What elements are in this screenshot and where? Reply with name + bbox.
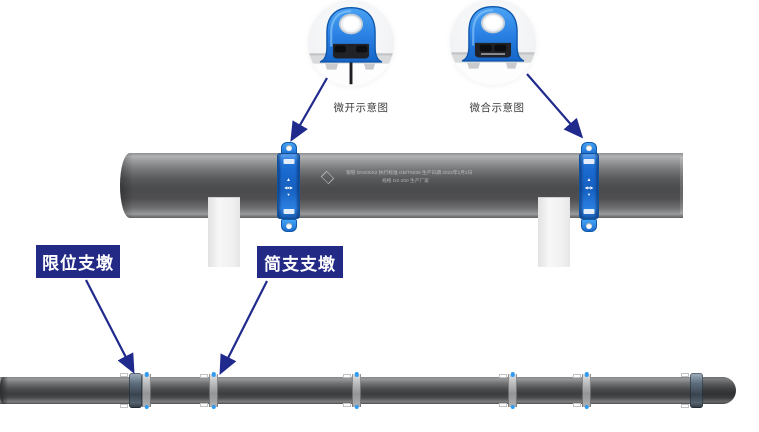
chevron-down-icon: ▼	[587, 192, 591, 197]
chevron-down-icon: ▼	[286, 192, 291, 197]
marking-tag	[499, 403, 507, 407]
clamp-bottom-lug	[581, 219, 597, 232]
grooved-coupling	[200, 374, 218, 407]
pipe-layout-view	[0, 377, 736, 404]
grooved-coupling	[499, 374, 517, 407]
pipe-left-end-cap	[0, 377, 8, 404]
coupling-cross-section-open-icon	[308, 7, 394, 86]
clamp-top-lug	[581, 142, 597, 155]
marking-tag	[200, 374, 208, 378]
arrow-limit-pier	[85, 279, 135, 374]
bolt-hole-icon	[586, 223, 592, 229]
arrow-simple-pier	[219, 280, 268, 375]
label-simple-support-pier: 简支支墩	[257, 246, 343, 278]
clamp-label-tag	[283, 209, 294, 214]
grooved-coupling	[142, 374, 151, 407]
clamp-label-tag	[283, 159, 294, 164]
bolt-hole-icon	[285, 145, 292, 151]
thumb-icon: ▲	[586, 177, 592, 183]
marking-tag	[681, 373, 689, 377]
detail-circle-slightly-open	[308, 0, 394, 86]
arrow-closed-detail	[526, 73, 584, 139]
marking-tag	[343, 403, 351, 407]
caption-slightly-closed: 微合示意图	[469, 102, 525, 114]
arrow-open-detail	[290, 77, 328, 142]
clamp-body: ▲ ◀●▶ ▼	[579, 153, 599, 219]
grooved-coupling	[573, 374, 591, 407]
coupling-clamp-left: ▲ ◀●▶ ▼	[277, 142, 300, 232]
support-pier-right	[538, 197, 570, 267]
pipe-marking-line1: 钢管 DN200X2 执行标准 GB/T5036 生产日期 2022年1月2日	[346, 170, 473, 176]
coupling-clamp-right: ▲ ◀●▶ ▼	[579, 142, 599, 232]
marking-tag	[120, 404, 128, 408]
pipe-left-cap	[120, 153, 133, 218]
restraint-clamp-right	[681, 373, 703, 408]
clamp-label-tag	[583, 159, 595, 164]
bolt-hole-icon	[586, 145, 592, 151]
detail-circle-slightly-closed	[450, 0, 536, 85]
support-pier-left	[208, 197, 240, 267]
caption-slightly-open: 微开示意图	[333, 102, 389, 114]
thumb-icon: ▲	[286, 177, 291, 183]
marking-tag	[120, 373, 128, 377]
marking-tag	[343, 374, 351, 378]
marking-tag	[573, 403, 581, 407]
marking-tag	[200, 403, 208, 407]
marking-tag	[573, 374, 581, 378]
label-limit-support-pier: 限位支墩	[36, 245, 120, 278]
marking-tag	[681, 404, 689, 408]
brand-diamond-icon	[320, 170, 335, 185]
clamp-body: ▲ ◀●▶ ▼	[277, 153, 300, 219]
direction-arrows-icon: ◀●▶	[284, 185, 293, 190]
clamp-bottom-lug	[280, 219, 297, 232]
direction-arrows-icon: ◀●▶	[584, 185, 594, 190]
coupling-cross-section-closed-icon	[450, 6, 536, 85]
restraint-clamp-left	[120, 373, 142, 408]
bolt-hole-icon	[285, 223, 292, 229]
grooved-coupling	[343, 374, 361, 407]
marking-tag	[499, 374, 507, 378]
clamp-label-tag	[583, 209, 595, 214]
pipe-right-end	[680, 157, 683, 214]
pipe-marking-line2: 规格 DZ-200 生产厂家	[382, 178, 429, 184]
pipe-end-segment	[702, 377, 736, 404]
